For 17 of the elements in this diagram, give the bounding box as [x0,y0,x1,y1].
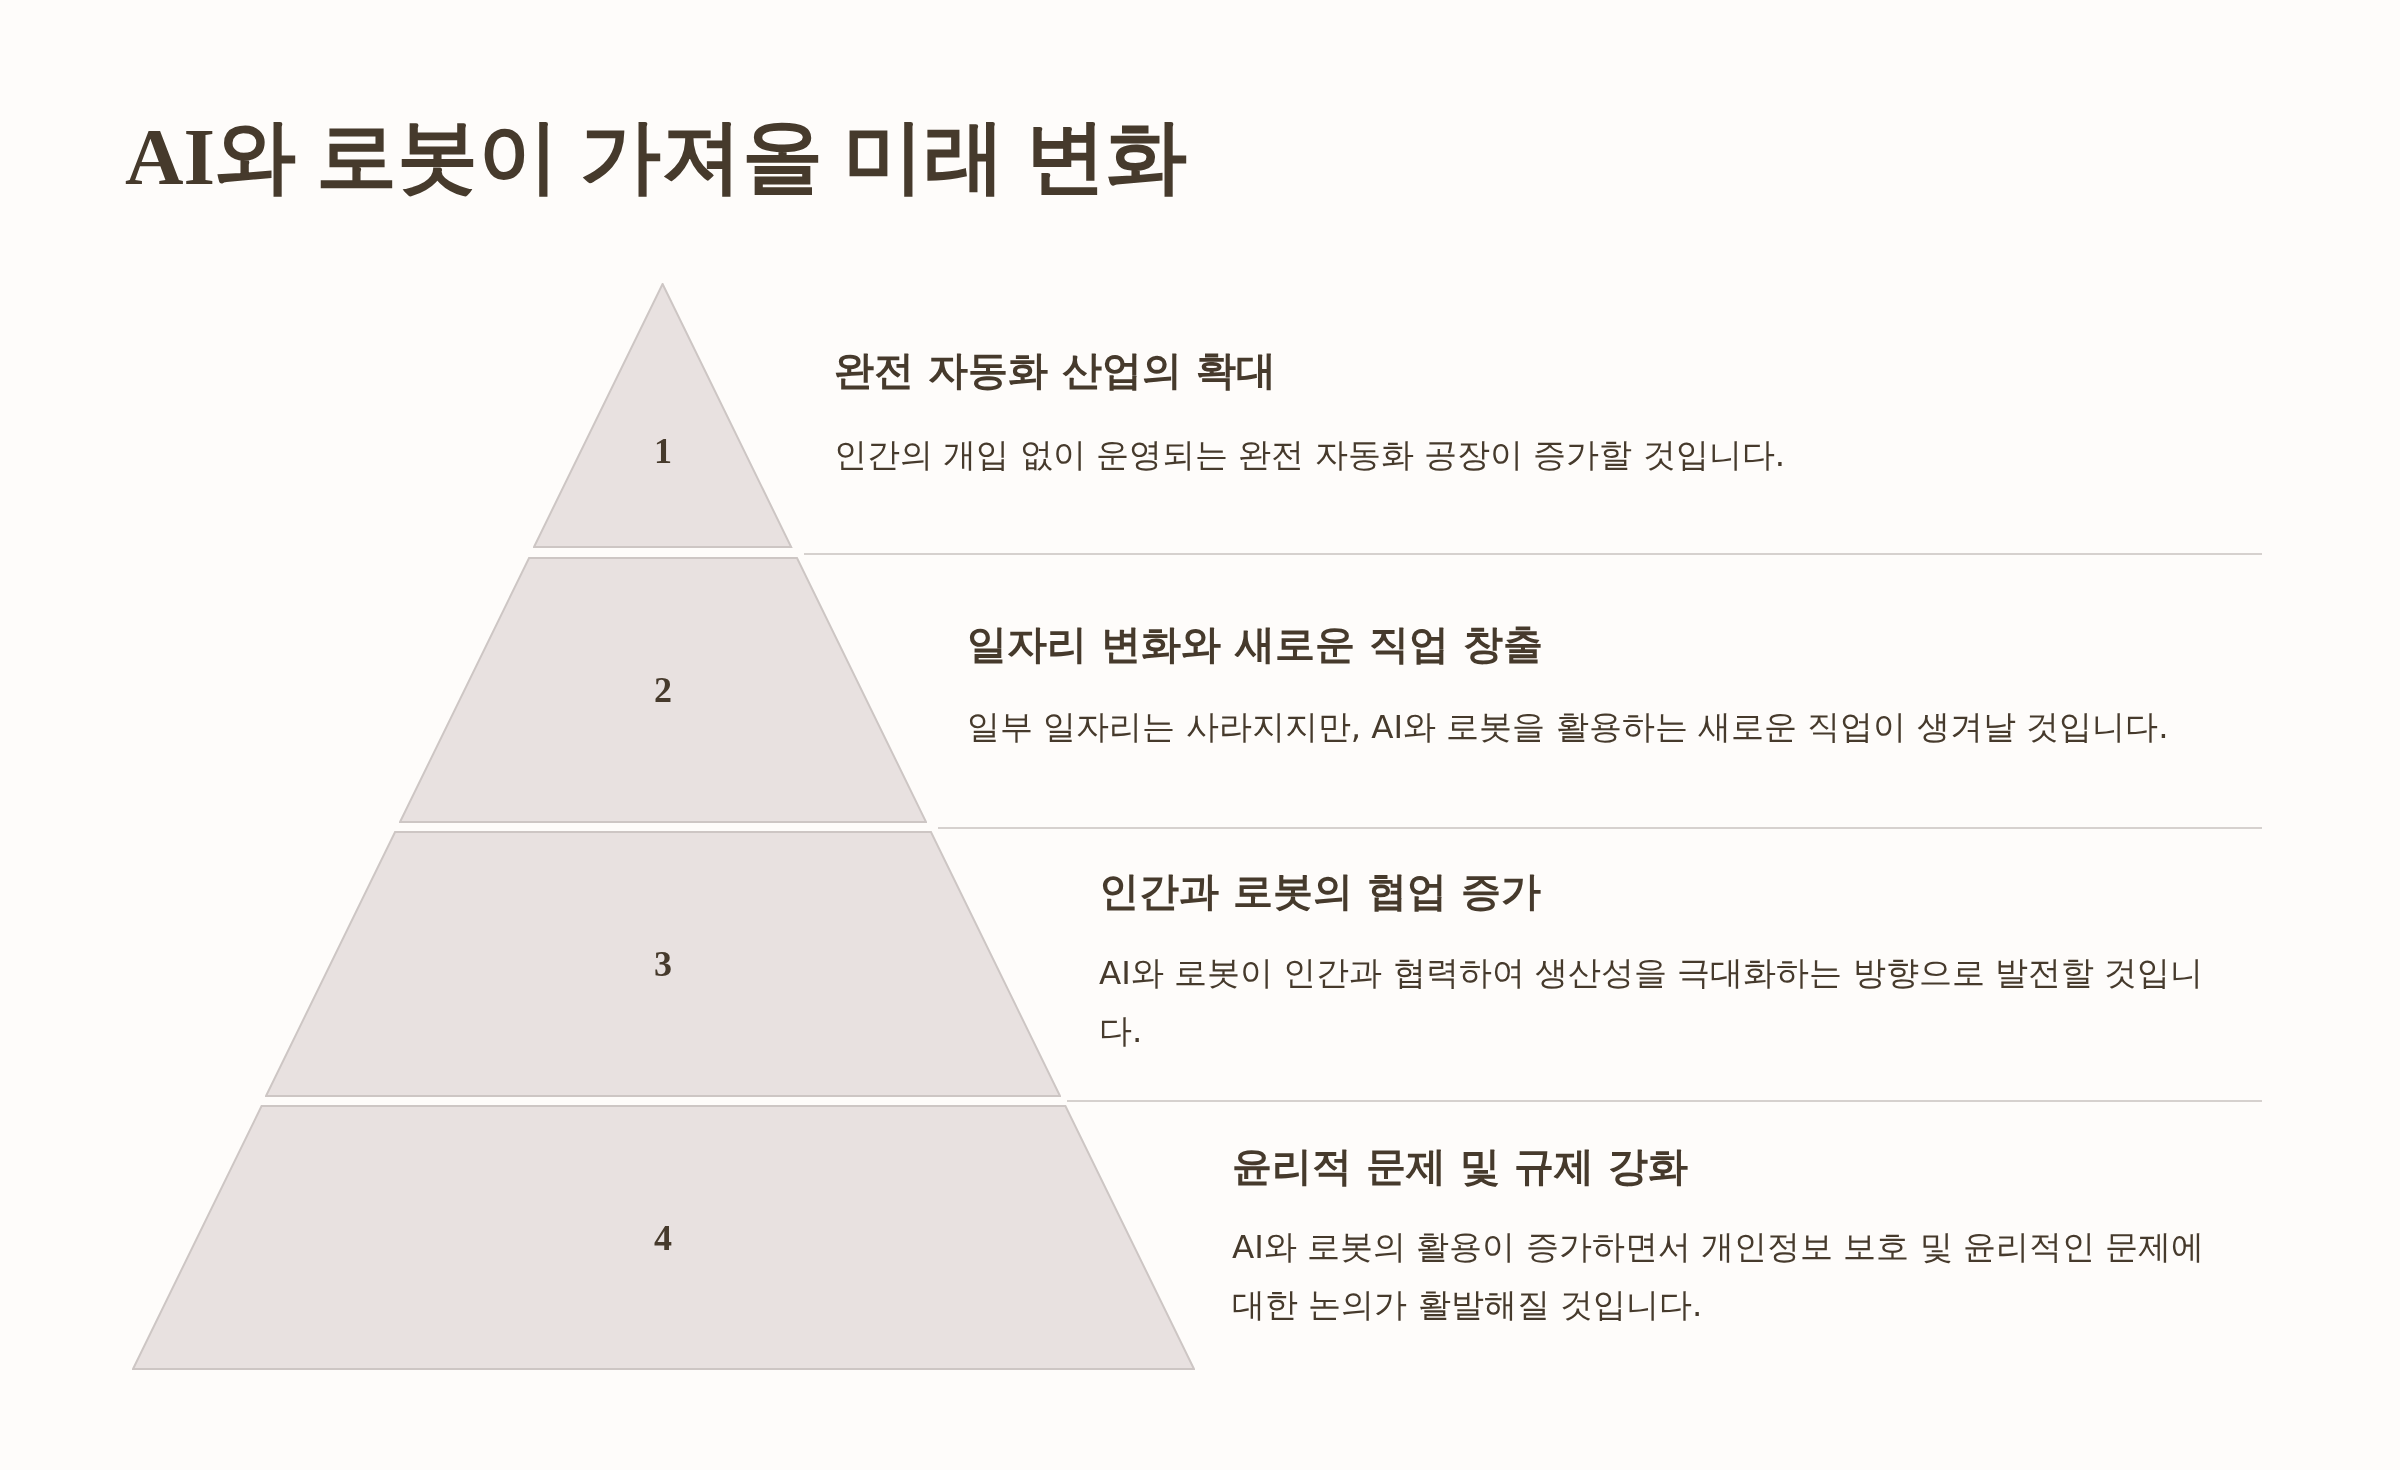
pyramid-layer [265,831,1061,1097]
page-title: AI와 로봇이 가져올 미래 변화 [125,111,1188,204]
layer-heading: 완전 자동화 산업의 확대 [834,346,1276,395]
layer-description: AI와 로봇이 인간과 협력하여 생산성을 극대화하는 방향으로 발전할 것입니다. [1099,953,2205,1052]
layer-heading: 윤리적 문제 및 규제 강화 [1232,1142,1688,1191]
pyramid-layer [533,283,793,548]
layer-number: 2 [654,670,672,710]
layer-heading: 일자리 변화와 새로운 직업 창출 [967,620,1543,669]
layer-description: 일부 일자리는 사라지지만, AI와 로봇을 활용하는 새로운 직업이 생겨날 것입니다. [967,707,2170,748]
layer-heading: 인간과 로봇의 협업 증가 [1099,867,1541,916]
layer-number: 1 [654,431,672,471]
layer-description: 인간의 개입 없이 운영되는 완전 자동화 공장이 증가할 것입니다. [834,435,1786,476]
layer-number: 3 [654,944,672,984]
layer-description: AI와 로봇의 활용이 증가하면서 개인정보 보호 및 윤리적인 문제에 대한 논의가 활발해질 것입니다. [1232,1227,2206,1326]
pyramid-layer [131,1105,1195,1370]
pyramid-layer [398,557,927,823]
layer-number: 4 [654,1218,672,1258]
